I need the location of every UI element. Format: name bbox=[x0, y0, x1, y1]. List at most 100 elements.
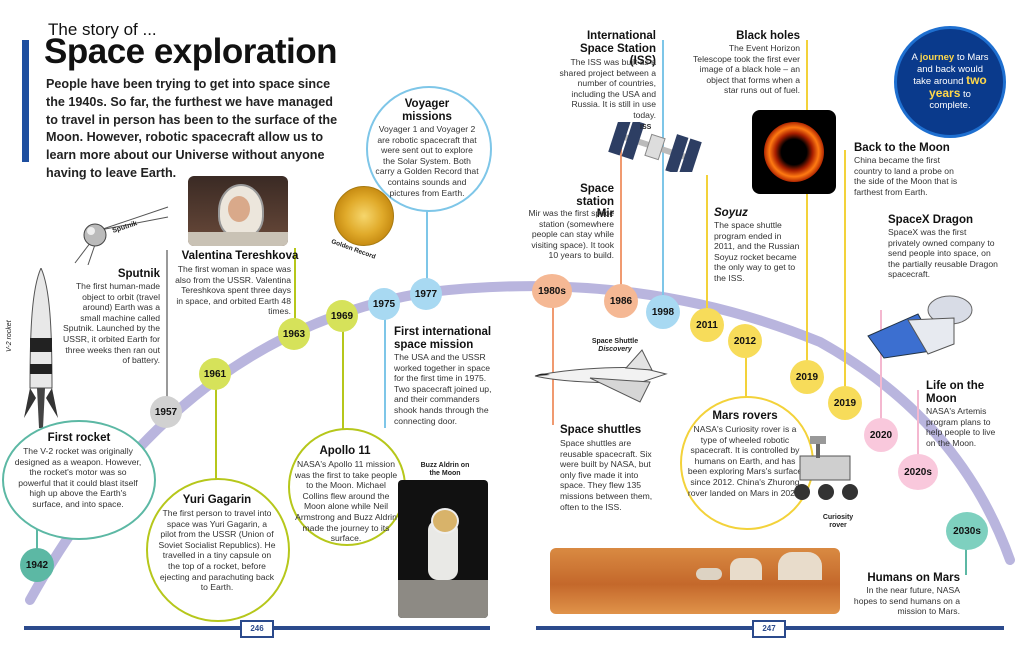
intro-text: People have been trying to get into spac… bbox=[46, 77, 338, 180]
tereshkova-title: Valentina Tereshkova bbox=[181, 250, 299, 262]
v2-rocket-image bbox=[24, 268, 58, 428]
first-rocket-text: The V-2 rocket was originally designed a… bbox=[14, 446, 142, 509]
curiosity-caption-b: rover bbox=[829, 522, 847, 529]
mars-base-photo bbox=[550, 548, 840, 614]
mir-text: Mir was the first space station (somewhe… bbox=[528, 208, 614, 261]
year-2019a: 2019 bbox=[790, 360, 824, 394]
connector-2020s bbox=[917, 390, 919, 455]
connector-1963 bbox=[294, 248, 296, 323]
tereshkova-photo bbox=[188, 176, 288, 246]
year-1961: 1961 bbox=[199, 358, 231, 390]
voyager-title: Voyager missions bbox=[402, 98, 452, 123]
v2-caption: V-2 rocket bbox=[6, 320, 13, 352]
connector-1986 bbox=[620, 140, 622, 290]
page-number-right: 247 bbox=[752, 620, 786, 638]
first-intl-text: The USA and the USSR worked together in … bbox=[394, 352, 492, 426]
mars-rovers-text: NASA's Curiosity rover is a type of whee… bbox=[687, 424, 803, 498]
back-moon-title: Back to the Moon bbox=[854, 142, 950, 154]
spacex-title-text: SpaceX Dragon bbox=[888, 214, 973, 226]
year-1980s: 1980s bbox=[532, 274, 572, 308]
first-intl-title: First international space mission bbox=[394, 326, 492, 351]
black-holes-title: Black holes bbox=[736, 30, 800, 42]
connector-1998 bbox=[662, 40, 664, 295]
iss-text: The ISS was built as a shared project be… bbox=[559, 57, 656, 120]
sputnik-title: Sputnik bbox=[117, 268, 160, 280]
year-1942: 1942 bbox=[20, 548, 54, 582]
gagarin-circle bbox=[146, 478, 290, 622]
connector-1975 bbox=[384, 318, 386, 428]
connector-1957 bbox=[166, 250, 168, 405]
voyager-circle bbox=[366, 86, 492, 212]
mir-title: Space station Mir bbox=[576, 183, 614, 220]
callout-pre: A bbox=[911, 52, 918, 64]
page-number-left: 246 bbox=[240, 620, 274, 638]
life-moon-text: NASA's Artemis program plans to help peo… bbox=[926, 406, 996, 448]
year-1998: 1998 bbox=[646, 295, 680, 329]
year-1957: 1957 bbox=[150, 396, 182, 428]
dragon-image bbox=[867, 295, 973, 359]
callout-post: to complete. bbox=[929, 88, 971, 112]
connector-2020 bbox=[880, 310, 882, 425]
mars-journey-callout: A journey to Mars and back would take ar… bbox=[894, 26, 1006, 138]
page-title: Space exploration bbox=[44, 32, 337, 71]
curiosity-rover-image bbox=[794, 436, 858, 500]
humans-mars-text: In the near future, NASA hopes to send h… bbox=[853, 585, 960, 617]
black-hole-image bbox=[752, 110, 836, 194]
connector-2012 bbox=[745, 352, 747, 407]
soyuz-title: Soyuz bbox=[714, 207, 748, 219]
year-1963: 1963 bbox=[278, 318, 310, 350]
connector-2019b bbox=[844, 150, 846, 390]
connector-2030s bbox=[965, 545, 967, 575]
callout-mid: to Mars and back would take around bbox=[913, 52, 989, 88]
shuttles-text: Space shuttles are reusable spacecraft. … bbox=[560, 438, 653, 512]
space-shuttle-image bbox=[534, 349, 668, 403]
page-kicker: The story of ... bbox=[48, 20, 157, 39]
spacex-title: SpaceX Dragon bbox=[888, 214, 973, 227]
callout-em2: two years bbox=[929, 73, 987, 100]
year-2011: 2011 bbox=[690, 308, 724, 342]
shuttles-title: Space shuttles bbox=[560, 424, 642, 436]
year-2019b: 2019 bbox=[828, 386, 862, 420]
first-rocket-circle bbox=[2, 420, 156, 540]
callout-em1: journey bbox=[919, 52, 955, 64]
spacex-text: SpaceX was the first privately owned com… bbox=[888, 227, 998, 280]
life-moon-title: Life on the Moon bbox=[926, 380, 985, 405]
connector-2011 bbox=[706, 175, 708, 310]
year-1969: 1969 bbox=[326, 300, 358, 332]
apollo-title: Apollo 11 bbox=[319, 445, 371, 457]
buzz-aldrin-photo bbox=[398, 480, 488, 618]
curiosity-caption-a: Curiosity bbox=[822, 514, 854, 521]
apollo-circle bbox=[288, 428, 406, 546]
connector-2019a bbox=[806, 40, 808, 365]
sputnik-text: The first human-made object to orbit (tr… bbox=[63, 281, 160, 366]
humans-mars-title: Humans on Mars bbox=[867, 572, 960, 584]
shuttle-caption-a: Space Shuttle bbox=[591, 338, 639, 345]
accent-bar bbox=[22, 40, 29, 162]
gagarin-title: Yuri Gagarin bbox=[182, 494, 252, 506]
soyuz-text: The space shuttle program ended in 2011,… bbox=[714, 220, 800, 283]
iss-image bbox=[608, 122, 702, 172]
back-moon-text: China became the first country to land a… bbox=[854, 155, 958, 197]
sputnik-image bbox=[74, 206, 169, 265]
mars-rovers-title: Mars rovers bbox=[712, 410, 778, 422]
voyager-text: Voyager 1 and Voyager 2 are robotic spac… bbox=[375, 124, 479, 198]
year-2020: 2020 bbox=[864, 418, 898, 452]
connector-1980s bbox=[552, 305, 554, 425]
connector-1977 bbox=[426, 205, 428, 280]
shuttle-caption-b: Discovery bbox=[598, 346, 632, 353]
first-rocket-title: First rocket bbox=[47, 432, 111, 444]
iss-caption: ISS bbox=[640, 124, 652, 131]
gagarin-text: The first person to travel into space wa… bbox=[158, 508, 276, 593]
golden-record-image bbox=[334, 186, 394, 246]
year-1975: 1975 bbox=[368, 288, 400, 320]
year-2012: 2012 bbox=[728, 324, 762, 358]
iss-title: International Space Station (ISS) bbox=[579, 30, 656, 67]
connector-1961 bbox=[215, 385, 217, 481]
buzz-caption: Buzz Aldrin on the Moon bbox=[420, 462, 470, 477]
year-1986: 1986 bbox=[604, 284, 638, 318]
connector-1942 bbox=[36, 520, 38, 560]
year-2030s: 2030s bbox=[946, 512, 988, 550]
black-holes-text: The Event Horizon Telescope took the fir… bbox=[693, 43, 800, 96]
apollo-text: NASA's Apollo 11 mission was the first t… bbox=[294, 459, 398, 544]
connector-1969 bbox=[342, 330, 344, 430]
